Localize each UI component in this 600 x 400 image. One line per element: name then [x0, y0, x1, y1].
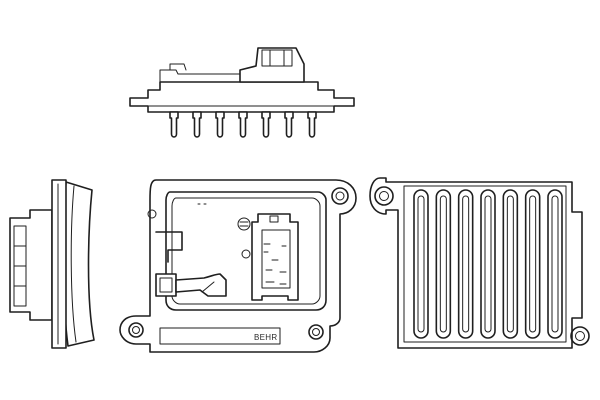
front-view-connector: [237, 213, 299, 301]
back-view-plate: [369, 177, 583, 349]
heat-sink-fin: [502, 189, 519, 339]
top-view: [129, 47, 355, 138]
terminal-pin: [169, 111, 179, 138]
mounting-hole: [374, 186, 394, 206]
top-view-connector-latch: [261, 49, 293, 67]
mounting-hole: [147, 209, 157, 219]
mounting-hole: [308, 324, 324, 340]
heat-sink-fin: [435, 189, 452, 339]
terminal-pin: [307, 111, 317, 138]
side-view-cover: [62, 181, 95, 347]
heat-sink-fin: [413, 189, 429, 339]
top-view-clip: [159, 69, 241, 83]
terminal-pin: [192, 111, 202, 138]
terminal-pin: [261, 111, 271, 138]
heat-sink-fin: [480, 189, 496, 339]
heat-sink-fin: [457, 189, 474, 339]
part-marking: BEHR: [254, 333, 277, 342]
back-view: [369, 177, 590, 349]
side-view: [9, 179, 95, 349]
terminal-pins: [169, 111, 317, 138]
heat-sink-fins: [413, 189, 563, 339]
terminal-pin: [215, 111, 225, 138]
mounting-hole: [570, 326, 590, 346]
front-view: BEHR: [119, 179, 357, 353]
terminal-pin: [284, 111, 294, 138]
front-view-thermal-fuse: [155, 273, 227, 297]
back-view-inner-frame: [403, 185, 567, 343]
heat-sink-fin: [524, 189, 541, 339]
side-view-flange: [51, 179, 67, 349]
mounting-hole: [128, 322, 144, 338]
front-view-inner-wall: [165, 191, 327, 311]
mounting-hole: [331, 187, 349, 205]
top-view-flange: [129, 81, 355, 113]
heat-sink-fin: [547, 189, 563, 339]
front-view-label-area: [159, 327, 281, 345]
terminal-pin: [238, 111, 248, 138]
top-view-connector: [239, 47, 305, 83]
